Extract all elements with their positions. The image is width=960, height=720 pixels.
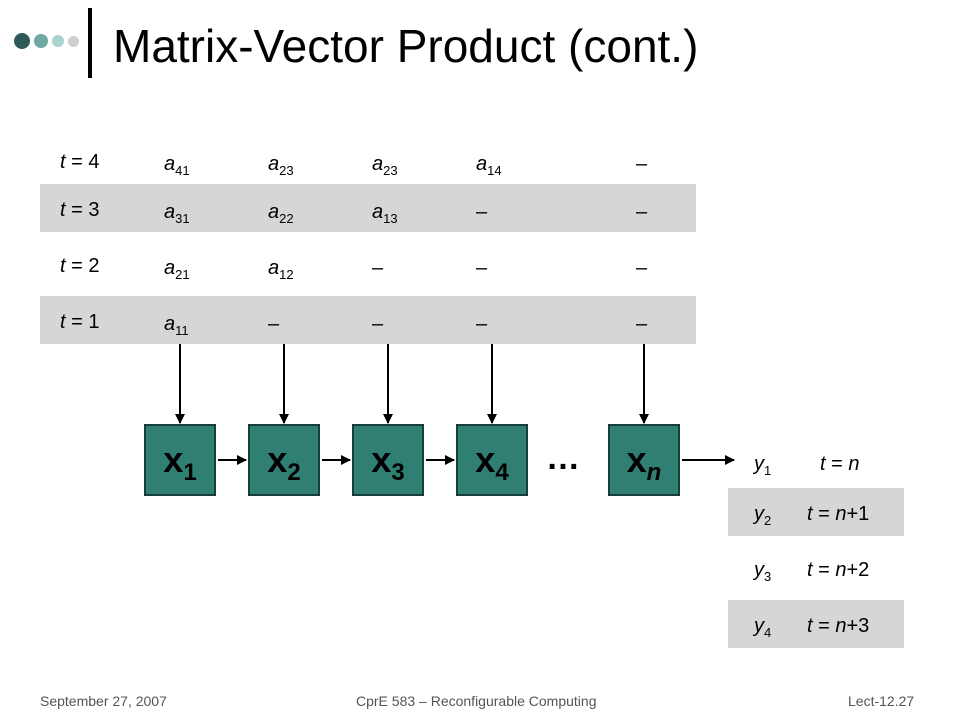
output-row-2 bbox=[728, 488, 904, 536]
matrix-element: a21 bbox=[164, 257, 190, 282]
matrix-element: a31 bbox=[164, 201, 190, 226]
pe-label: xn bbox=[626, 439, 662, 486]
pe-label: x2 bbox=[267, 439, 301, 486]
pe-label: x1 bbox=[163, 439, 197, 486]
output-y2: y2 bbox=[754, 503, 772, 528]
output-y3: y3 bbox=[754, 559, 772, 584]
matrix-element: a13 bbox=[372, 201, 398, 226]
pe-ellipsis: … bbox=[546, 439, 580, 477]
logo-dot-2 bbox=[34, 34, 48, 48]
logo-dot-1 bbox=[14, 33, 30, 49]
logo-dot-3 bbox=[52, 35, 64, 47]
empty-slot: – bbox=[476, 313, 488, 335]
logo-dots bbox=[14, 33, 84, 51]
empty-slot: – bbox=[636, 153, 648, 175]
timeline-row-4 bbox=[40, 138, 696, 186]
empty-slot: – bbox=[476, 201, 488, 223]
processing-element-x3: x3 bbox=[352, 424, 424, 496]
time-label: t = 4 bbox=[60, 151, 100, 173]
empty-slot: – bbox=[636, 257, 648, 279]
matrix-element: a23 bbox=[372, 153, 398, 178]
output-row-4 bbox=[728, 600, 904, 648]
empty-slot: – bbox=[636, 201, 648, 223]
empty-slot: – bbox=[268, 313, 280, 335]
timeline-row-2 bbox=[40, 242, 696, 290]
timeline-row-3 bbox=[40, 184, 696, 232]
pe-label: x3 bbox=[371, 439, 405, 486]
output-time: t = n+2 bbox=[807, 559, 870, 581]
matrix-element: a14 bbox=[476, 153, 502, 178]
empty-slot: – bbox=[372, 313, 384, 335]
pe-label: x4 bbox=[475, 439, 509, 486]
output-y1: y1 bbox=[754, 453, 772, 478]
processing-element-x1: x1 bbox=[144, 424, 216, 496]
matrix-element: a41 bbox=[164, 153, 190, 178]
processing-element-x4: x4 bbox=[456, 424, 528, 496]
output-time: t = n+3 bbox=[807, 615, 870, 637]
footer-date: September 27, 2007 bbox=[40, 693, 167, 709]
processing-element-xn: xn bbox=[608, 424, 680, 496]
time-label: t = 1 bbox=[60, 311, 100, 333]
empty-slot: – bbox=[372, 257, 384, 279]
empty-slot: – bbox=[636, 313, 648, 335]
matrix-element: a23 bbox=[268, 153, 294, 178]
footer-course: CprE 583 – Reconfigurable Computing bbox=[356, 693, 597, 709]
matrix-element: a22 bbox=[268, 201, 294, 226]
timeline-row-1 bbox=[40, 296, 696, 344]
time-label: t = 3 bbox=[60, 199, 100, 221]
output-time: t = n bbox=[820, 453, 860, 475]
slide-title: Matrix-Vector Product (cont.) bbox=[113, 20, 699, 72]
title-bar bbox=[88, 8, 92, 78]
time-label: t = 2 bbox=[60, 255, 100, 277]
empty-slot: – bbox=[476, 257, 488, 279]
output-y4: y4 bbox=[754, 615, 772, 640]
matrix-element: a12 bbox=[268, 257, 294, 282]
processing-element-x2: x2 bbox=[248, 424, 320, 496]
footer-lecture: Lect-12.27 bbox=[848, 693, 915, 709]
output-time: t = n+1 bbox=[807, 503, 870, 525]
logo-dot-4 bbox=[68, 36, 79, 47]
matrix-element: a11 bbox=[164, 313, 189, 338]
